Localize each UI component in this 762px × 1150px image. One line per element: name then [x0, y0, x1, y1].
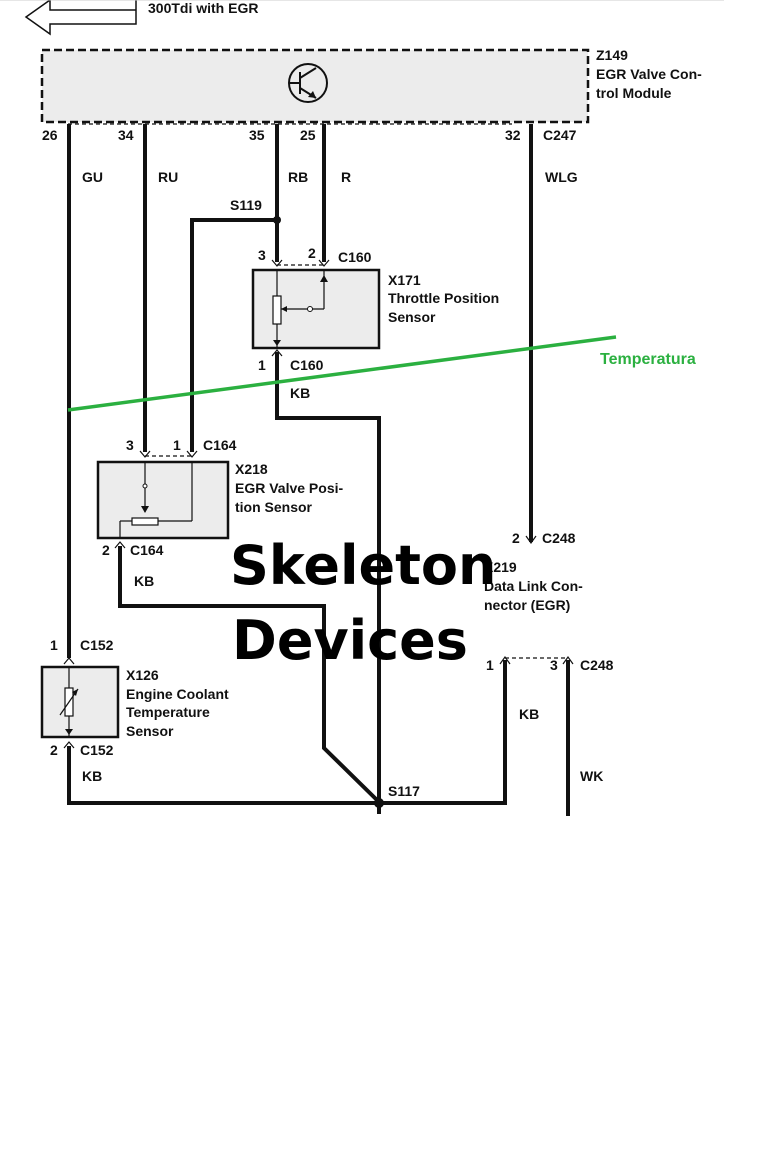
wire-label-wlg: WLG — [545, 169, 578, 185]
egrpos-conn-bottom: C164 — [130, 542, 164, 558]
overlay-line1: Skeleton — [230, 534, 496, 597]
tps-conn-top: C160 — [338, 249, 372, 265]
dlc-pin-2: 2 — [512, 530, 520, 546]
coolant-name-line1: Engine Coolant — [126, 686, 229, 702]
wire-label-r: R — [341, 169, 351, 185]
module-name-line2: trol Module — [596, 85, 672, 101]
pin-25: 25 — [300, 127, 316, 143]
wire-label-kb-tps: KB — [290, 385, 310, 401]
coolant-conn-bottom: C152 — [80, 742, 114, 758]
position-sensor-icon — [119, 462, 193, 538]
tps-id: X171 — [388, 272, 421, 288]
wire-label-kb-coolant: KB — [82, 768, 102, 784]
dlc-name-line1: Data Link Con- — [484, 578, 583, 594]
wire-label-ru: RU — [158, 169, 178, 185]
egrpos-name-line2: tion Sensor — [235, 499, 313, 515]
wire-kb-dlc — [379, 660, 507, 805]
page-title: 300Tdi with EGR — [148, 0, 258, 16]
thermistor-icon — [59, 667, 79, 737]
coolant-pin-2: 2 — [50, 742, 58, 758]
module-name-line1: EGR Valve Con- — [596, 66, 702, 82]
dlc-pin-3: 3 — [550, 657, 558, 673]
dlc-conn-bottom: C248 — [580, 657, 614, 673]
egrpos-name-line1: EGR Valve Posi- — [235, 480, 343, 496]
egrpos-pin-3: 3 — [126, 437, 134, 453]
splice-s119: S119 — [230, 197, 262, 213]
egrpos-id: X218 — [235, 461, 268, 477]
egrpos-box — [96, 460, 230, 540]
pin-32: 32 — [505, 127, 521, 143]
pin-34: 34 — [118, 127, 134, 143]
tps-pin-3: 3 — [258, 247, 266, 263]
coolant-pin-1: 1 — [50, 637, 58, 653]
tps-pin-2: 2 — [308, 245, 316, 261]
tps-name-line1: Throttle Position — [388, 290, 499, 306]
coolant-box — [40, 665, 120, 739]
wire-label-rb: RB — [288, 169, 308, 185]
wire-label-gu: GU — [82, 169, 103, 185]
wire-label-kb-egrpos: KB — [134, 573, 154, 589]
egrpos-conn-top: C164 — [203, 437, 237, 453]
wire-label-wk: WK — [580, 768, 603, 784]
wire-kb-egrpos — [118, 546, 381, 804]
pin-26: 26 — [42, 127, 58, 143]
back-arrow-icon[interactable] — [24, 0, 137, 36]
wire-kb-coolant — [67, 746, 379, 805]
dlc-conn-top: C248 — [542, 530, 576, 546]
module-id: Z149 — [596, 47, 628, 63]
egr-control-module-box — [40, 48, 590, 124]
temperature-annotation: Temperatura — [600, 351, 696, 368]
dlc-name-line2: nector (EGR) — [484, 597, 570, 613]
overlay-line2: Devices — [232, 609, 468, 672]
pin-35: 35 — [249, 127, 265, 143]
dlc-pin-1: 1 — [486, 657, 494, 673]
tps-conn-bottom: C160 — [290, 357, 324, 373]
egrpos-pin-2: 2 — [102, 542, 110, 558]
potentiometer-icon — [272, 270, 328, 348]
coolant-name-line2: Temperature — [126, 704, 210, 720]
wire-s119-branch — [190, 218, 277, 452]
splice-s119-dot — [273, 216, 281, 224]
wire-kb-tps — [275, 352, 381, 814]
dlc-id: X219 — [484, 559, 517, 575]
temperature-annotation-line — [67, 335, 617, 412]
splice-s117-dot — [374, 798, 384, 808]
tps-name-line2: Sensor — [388, 309, 436, 325]
coolant-name-line3: Sensor — [126, 723, 174, 739]
wire-label-kb-dlc: KB — [519, 706, 539, 722]
coolant-conn-top: C152 — [80, 637, 114, 653]
splice-s117: S117 — [388, 783, 420, 799]
connector-c247: C247 — [543, 127, 577, 143]
transistor-icon — [288, 63, 328, 103]
coolant-id: X126 — [126, 667, 159, 683]
tps-pin-1: 1 — [258, 357, 266, 373]
egrpos-pin-1: 1 — [173, 437, 181, 453]
